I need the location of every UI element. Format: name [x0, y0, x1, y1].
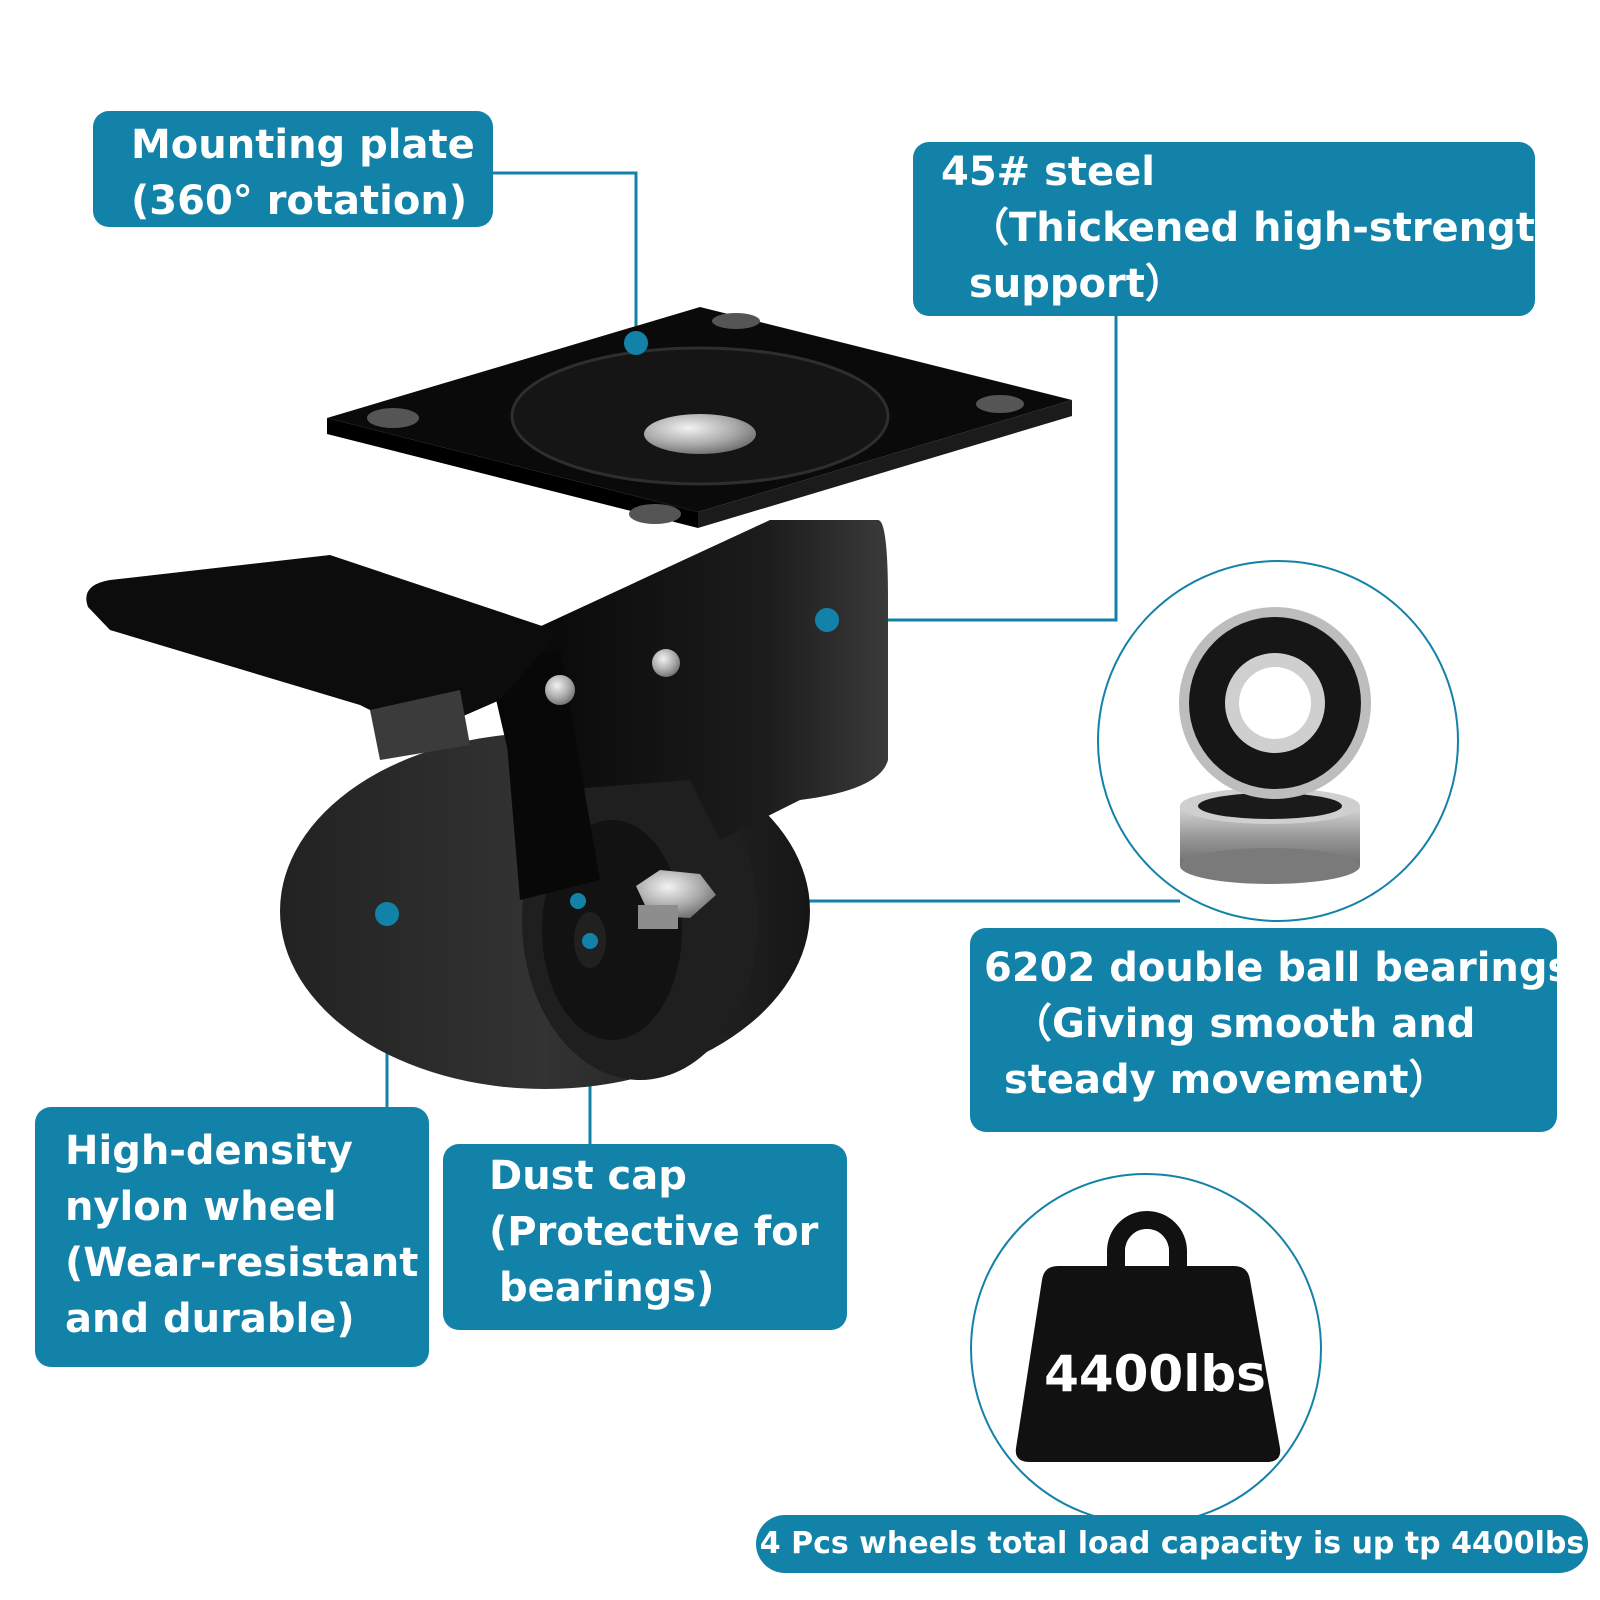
bearings-callout: 6202 double ball bearings （Giving smooth… [970, 928, 1572, 1132]
leader-dots [375, 331, 839, 949]
caster-illustration [86, 307, 1072, 1089]
weight-icon [1015, 1211, 1281, 1462]
dot-bearings [570, 893, 586, 909]
callout-line: (Protective for [489, 1209, 819, 1255]
callout-line: （Thickened high-strength [969, 205, 1564, 251]
dot-nylon [375, 902, 399, 926]
callout-line: (Wear-resistant [65, 1240, 419, 1286]
brake-pedal-shape [86, 555, 560, 735]
nylon-wheel-callout: High-density nylon wheel (Wear-resistant… [35, 1107, 429, 1367]
capacity-banner: 4 Pcs wheels total load capacity is up t… [756, 1515, 1588, 1573]
callout-line: steady movement） [1004, 1057, 1449, 1103]
ball-bearing-icon [1179, 607, 1371, 884]
callout-line: bearings) [499, 1265, 715, 1311]
callout-line: (360° rotation) [131, 178, 468, 224]
dot-dust-cap [582, 933, 598, 949]
dot-steel [815, 608, 839, 632]
callout-line: 45# steel [941, 149, 1156, 195]
callout-line: support） [969, 261, 1185, 307]
dot-mounting-plate [624, 331, 648, 355]
callout-line: nylon wheel [65, 1184, 337, 1230]
callout-line: （Giving smooth and [1012, 1001, 1476, 1047]
leader-steel [827, 316, 1118, 622]
leader-mounting-plate [493, 171, 638, 343]
dust-cap-callout: Dust cap (Protective for bearings) [443, 1144, 847, 1330]
mounting-plate-callout: Mounting plate (360° rotation) [93, 111, 493, 227]
callout-line: 6202 double ball bearings [984, 945, 1572, 991]
steel-callout: 45# steel （Thickened high-strength suppo… [913, 142, 1564, 316]
callout-line: High-density [65, 1128, 353, 1174]
callout-line: and durable) [65, 1296, 355, 1342]
callout-line: Dust cap [489, 1153, 687, 1199]
weight-value-label: 4400lbs [1044, 1345, 1266, 1403]
callout-line: Mounting plate [131, 122, 475, 168]
